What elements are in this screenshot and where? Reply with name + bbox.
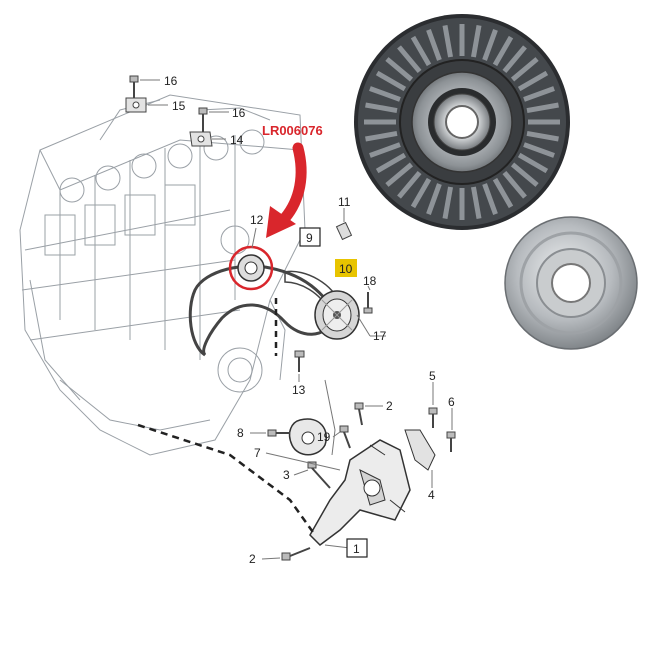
callout-16a: 16	[164, 74, 178, 88]
callout-6: 6	[448, 395, 455, 409]
pulley-rib	[375, 152, 407, 174]
bolt-13	[294, 350, 305, 372]
bolt-2b	[281, 547, 311, 561]
idler-pulley-photo-icon	[354, 14, 570, 230]
pulley-rib	[492, 35, 514, 67]
pulley-rib	[502, 45, 527, 74]
screw-18	[363, 292, 373, 314]
pulley-rib	[385, 57, 414, 82]
pulley-rib	[502, 170, 527, 199]
callout-box-9	[299, 227, 321, 247]
callout-8: 8	[237, 426, 244, 440]
crank-pulley-17	[314, 290, 360, 340]
callout-leader-lines	[140, 79, 453, 560]
pulley-rib	[517, 70, 549, 92]
bracket-15	[125, 97, 147, 113]
pulley-rib	[410, 177, 432, 209]
pulley-rib	[385, 162, 414, 187]
bolt-5	[428, 407, 438, 428]
callout-3: 3	[283, 468, 290, 482]
bolt-16b	[198, 107, 208, 132]
pulley-washer-photo-icon	[504, 216, 638, 350]
pulley-rib	[365, 102, 398, 114]
pulley-rib	[375, 70, 407, 92]
callout-4: 4	[428, 488, 435, 502]
pulley-rib	[510, 57, 539, 82]
red-pointer-arrow-icon	[266, 142, 307, 238]
callout-7: 7	[254, 446, 261, 460]
callout-1: 1	[353, 542, 360, 556]
callout-12: 12	[250, 213, 264, 227]
callout-17: 17	[373, 329, 387, 343]
pulley-rib	[482, 183, 498, 215]
pulley-rib	[426, 29, 442, 61]
callout-18: 18	[363, 274, 377, 288]
callout-5: 5	[429, 369, 436, 383]
pulley-rib	[369, 86, 401, 102]
pulley-rib	[470, 25, 482, 58]
dashed-reference-lines	[137, 298, 317, 536]
red-highlight-circle	[228, 245, 274, 291]
bracket-14	[189, 131, 213, 147]
callout-9: 9	[306, 231, 313, 245]
bolt-6	[446, 431, 456, 452]
pulley-rib	[526, 130, 559, 142]
callout-2a: 2	[386, 399, 393, 413]
pulley-rib	[523, 86, 555, 102]
callout-19: 19	[317, 430, 331, 444]
pulley-rib	[410, 35, 432, 67]
part-number-label: LR006076	[262, 123, 323, 138]
callout-11: 11	[338, 195, 351, 209]
pulley-rib	[442, 186, 454, 219]
callout-13: 13	[292, 383, 306, 397]
pulley-rib	[442, 25, 454, 58]
callout-2b: 2	[249, 552, 256, 566]
pulley-rib	[510, 162, 539, 187]
pulley-rib	[397, 45, 422, 74]
bolt-3	[307, 461, 331, 489]
callout-15: 15	[172, 99, 186, 113]
bolt-2a	[354, 402, 364, 426]
pulley-rib	[470, 186, 482, 219]
bolt-16a	[129, 75, 139, 100]
callout-16b: 16	[232, 106, 246, 120]
bolt-19	[339, 425, 351, 449]
pulley-rib	[526, 102, 559, 114]
pulley-rib	[492, 177, 514, 209]
callout-10: 10	[339, 262, 353, 276]
pulley-rib	[397, 170, 422, 199]
callout-box-1	[346, 538, 368, 558]
pulley-rib	[369, 142, 401, 158]
pulley-rib	[482, 29, 498, 61]
highlight-box-10	[335, 259, 357, 277]
stud-11	[335, 221, 353, 241]
pulley-rib	[365, 130, 398, 142]
callout-14: 14	[230, 133, 244, 147]
pulley-rib	[517, 152, 549, 174]
bolt-8	[267, 429, 290, 437]
pulley-rib	[426, 183, 442, 215]
tensioner-bracket-assembly	[288, 379, 436, 546]
engine-block-drawing	[19, 94, 306, 456]
pulley-rib	[523, 142, 555, 158]
idler-pulley-on-engine	[228, 245, 274, 291]
